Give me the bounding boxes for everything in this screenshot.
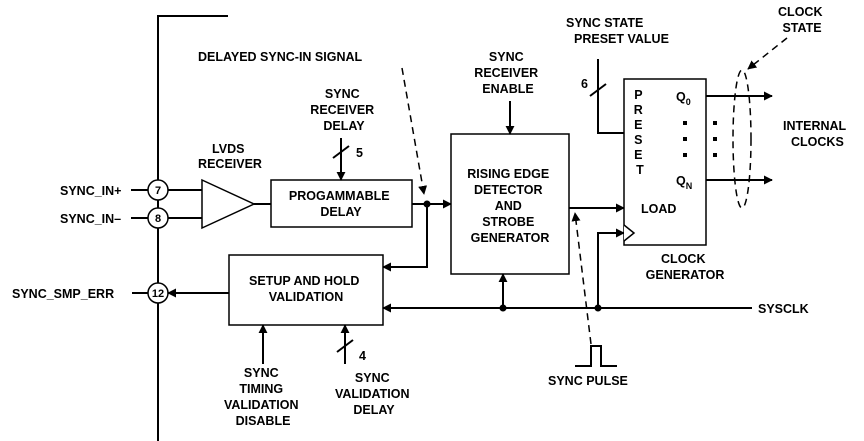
q-ellipsis	[683, 121, 687, 157]
bus-slash	[332, 145, 350, 159]
output-ellipsis	[713, 121, 717, 157]
internal-clocks-label: INTERNAL CLOCKS	[783, 119, 849, 149]
sync-validation-delay-width: 4	[359, 349, 366, 363]
sync-timing-disable-label: SYNC TIMING VALIDATION DISABLE	[224, 366, 302, 428]
setup-hold-validation-label: SETUP AND HOLD VALIDATION	[249, 274, 363, 304]
rising-edge-detector-label: RISING EDGE DETECTOR AND STROBE GENERATO…	[467, 167, 552, 245]
load-label: LOAD	[641, 202, 676, 216]
rising-edge-detector-block	[450, 133, 570, 275]
sync-pulse-pointer	[571, 212, 592, 345]
pin-sync-smp-err: SYNC_SMP_ERR 12	[12, 282, 169, 304]
pin-sync-in-minus-number: 8	[155, 213, 161, 225]
lvds-receiver-label: LVDS RECEIVER	[198, 142, 262, 171]
bus-slash	[589, 83, 607, 97]
sync-pulse-label: SYNC PULSE	[548, 374, 628, 388]
setup-hold-validation-block	[228, 254, 384, 326]
pin-sync-in-plus-label: SYNC_IN+	[60, 184, 121, 198]
bus-slash	[336, 339, 354, 353]
clock-state-pointer	[747, 37, 788, 70]
pin-sync-in-plus-number: 7	[155, 185, 161, 197]
pin-sync-smp-err-number: 12	[152, 288, 164, 300]
lvds-receiver-triangle	[201, 178, 256, 230]
sync-pulse-waveform	[575, 345, 617, 367]
sync-state-preset-width: 6	[581, 77, 588, 91]
programmable-delay-label: PROGAMMABLE DELAY	[289, 189, 393, 219]
pin-sync-smp-err-label: SYNC_SMP_ERR	[12, 287, 114, 301]
programmable-delay-block	[270, 179, 413, 228]
q0-label: Q0	[676, 90, 691, 107]
sync-receiver-enable-label: SYNC RECEIVER ENABLE	[474, 50, 541, 96]
pin-sync-in-minus-label: SYNC_IN–	[60, 212, 121, 226]
chip-boundary	[157, 15, 228, 441]
delayed-sync-in-pointer	[401, 67, 428, 195]
clock-input-triangle	[623, 224, 636, 242]
clock-state-label: CLOCK STATE	[778, 5, 826, 35]
clock-generator-block	[623, 78, 707, 246]
sync-validation-delay-label: SYNC VALIDATION DELAY	[335, 371, 413, 417]
delayed-sync-in-label: DELAYED SYNC-IN SIGNAL	[198, 50, 363, 64]
sync-receiver-delay-label: SYNC RECEIVER DELAY	[310, 87, 377, 133]
clock-state-ellipse	[732, 69, 752, 209]
clock-generator-caption: CLOCK GENERATOR	[646, 252, 725, 282]
qn-label: QN	[676, 174, 692, 191]
sync-state-preset-label: SYNC STATE PRESET VALUE	[566, 16, 669, 46]
sync-receiver-delay-width: 5	[356, 146, 363, 160]
pin-sync-in-plus: SYNC_IN+ 7	[60, 179, 202, 201]
preset-label: P R E S E T	[634, 88, 647, 177]
pin-sync-in-minus: SYNC_IN– 8	[60, 207, 202, 229]
sysclk-label: SYSCLK	[758, 302, 809, 316]
